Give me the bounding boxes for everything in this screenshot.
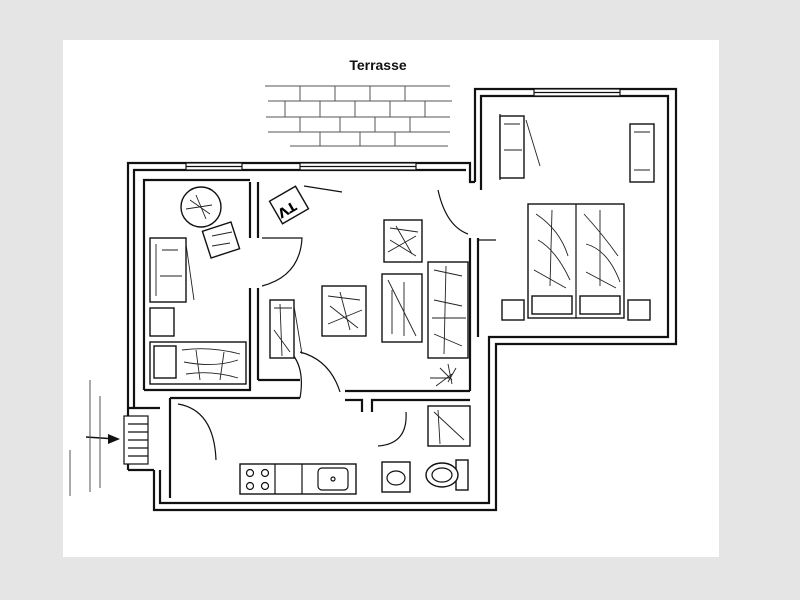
wardrobe-bedroom xyxy=(499,115,541,179)
entrance-stairs xyxy=(123,415,149,465)
toilet xyxy=(425,459,469,491)
nightstand-left xyxy=(501,299,525,321)
nightstand-right xyxy=(627,299,651,321)
cabinet-bedroom xyxy=(629,123,655,183)
entrance-arrow-icon xyxy=(85,434,120,444)
armchair-top xyxy=(383,219,423,263)
interior-walls xyxy=(142,178,480,498)
terrace-label: Terrasse xyxy=(349,57,407,73)
plant xyxy=(430,363,457,387)
wardrobe-left xyxy=(149,237,195,303)
shower xyxy=(427,405,471,447)
armchair-small xyxy=(201,221,241,259)
round-table xyxy=(180,186,222,228)
coffee-table xyxy=(381,273,423,343)
windows xyxy=(185,88,621,171)
tv-unit: TV xyxy=(268,185,310,225)
entrance-hatching xyxy=(69,380,101,496)
sofa xyxy=(427,261,469,359)
double-bed xyxy=(527,203,625,319)
wardrobe-center xyxy=(269,299,303,359)
armchair-left xyxy=(321,285,367,337)
washbasin xyxy=(381,461,411,493)
door-swings xyxy=(177,114,501,461)
single-bed xyxy=(149,341,247,385)
kitchen-counter xyxy=(239,463,357,495)
shelf-left xyxy=(149,307,175,337)
terrace-paving xyxy=(265,85,452,147)
